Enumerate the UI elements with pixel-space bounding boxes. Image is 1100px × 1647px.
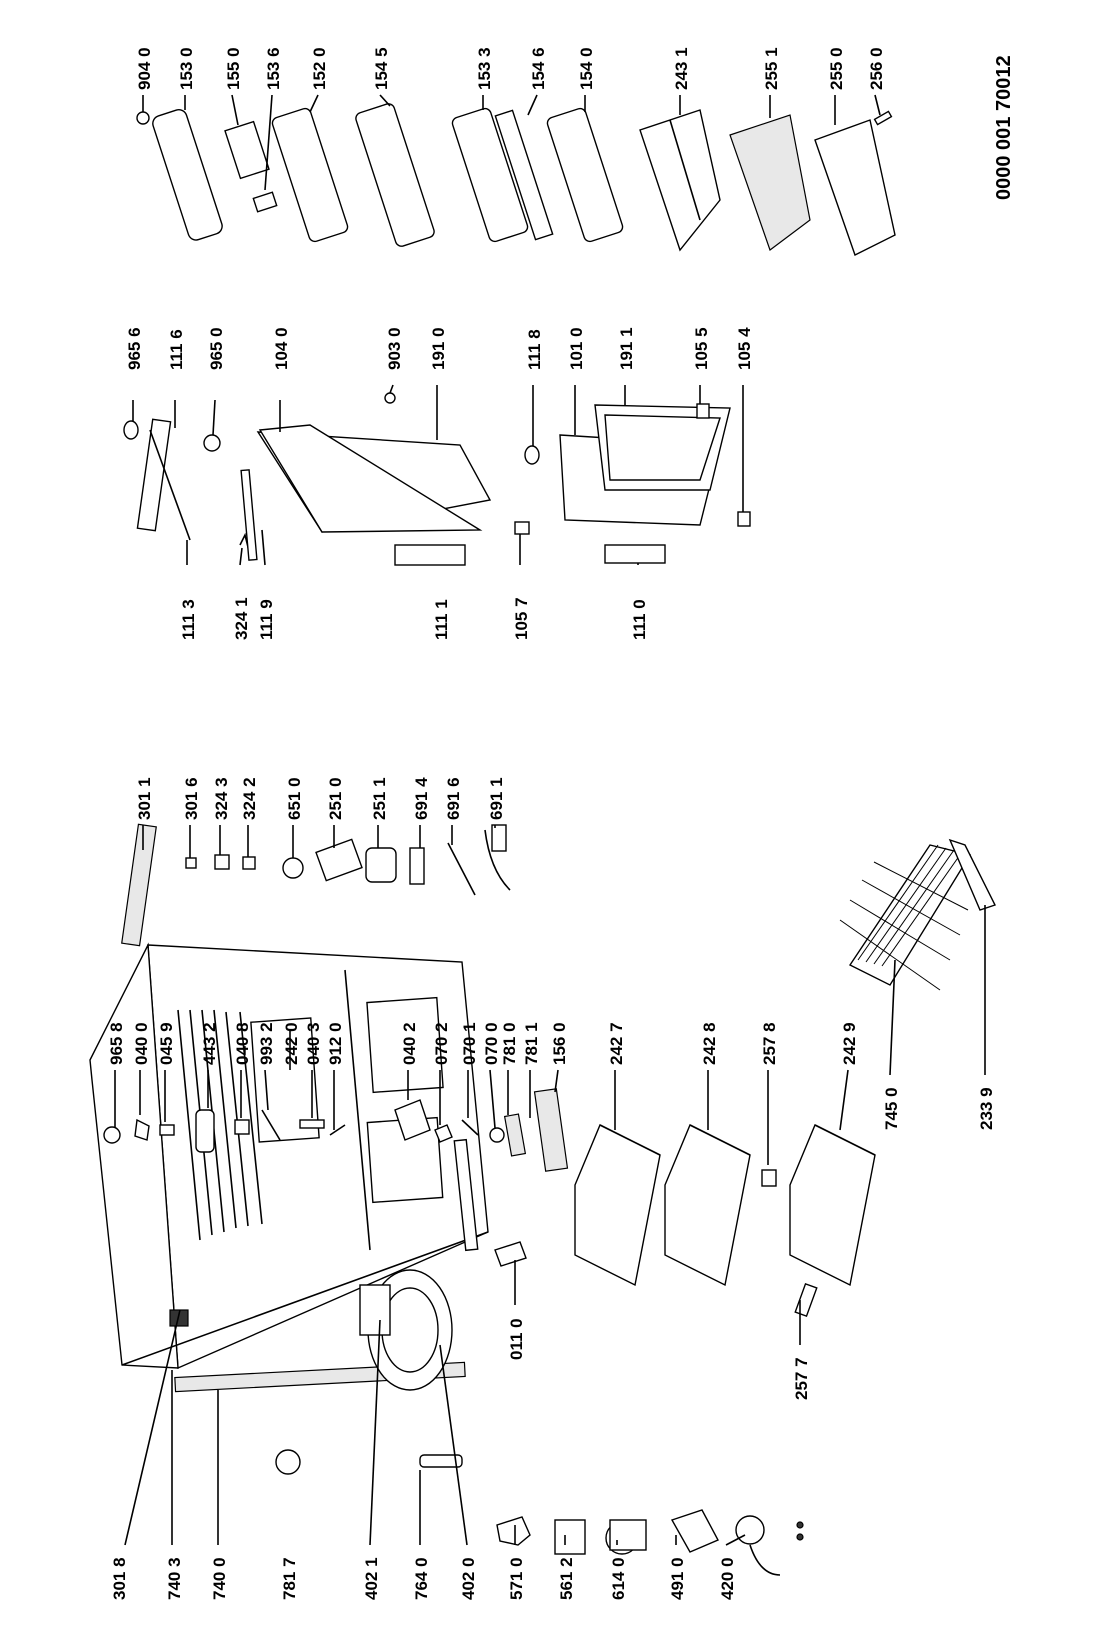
label-561-2: 561 2 (557, 1557, 576, 1600)
label-233-9: 233 9 (977, 1087, 996, 1130)
label-154-0: 154 0 (577, 47, 596, 90)
label-111-8: 111 8 (525, 329, 544, 370)
label-111-0: 111 0 (630, 599, 649, 640)
label-040-3: 040 3 (304, 1022, 323, 1065)
label-965-6: 965 6 (125, 327, 144, 370)
label-324-1: 324 1 (232, 597, 251, 640)
label-745-0: 745 0 (882, 1087, 901, 1130)
label-491-0: 491 0 (668, 1557, 687, 1600)
label-105-5: 105 5 (692, 327, 711, 370)
label-040-0: 040 0 (132, 1022, 151, 1065)
label-111-3: 111 3 (179, 599, 198, 640)
label-912-0: 912 0 (326, 1022, 345, 1065)
label-191-1: 191 1 (617, 327, 636, 370)
label-111-6: 111 6 (167, 329, 186, 370)
cabinet-drawing (89, 942, 489, 1393)
label-242-8: 242 8 (700, 1022, 719, 1065)
label-324-3: 324 3 (212, 777, 231, 820)
label-257-8: 257 8 (760, 1022, 779, 1065)
label-255-0: 255 0 (827, 47, 846, 90)
label-242-7: 242 7 (607, 1022, 626, 1065)
label-111-9: 111 9 (257, 599, 276, 640)
label-691-6: 691 6 (444, 777, 463, 820)
drawer-boxes (574, 1124, 876, 1318)
label-153-6: 153 6 (264, 47, 283, 90)
rail-parts (394, 1088, 569, 1267)
label-105-7: 105 7 (512, 597, 531, 640)
label-965-0: 965 0 (207, 327, 226, 370)
label-242-9: 242 9 (840, 1022, 859, 1065)
leader-lines (114, 94, 986, 1546)
label-257-7: 257 7 (792, 1357, 811, 1400)
label-691-4: 691 4 (412, 777, 431, 820)
label-070-0: 070 0 (482, 1022, 501, 1065)
label-443-2: 443 2 (200, 1022, 219, 1065)
label-105-4: 105 4 (735, 327, 754, 370)
cabinet-top-parts (103, 1109, 346, 1153)
label-156-0: 156 0 (550, 1022, 569, 1065)
label-614-0: 614 0 (609, 1557, 628, 1600)
part-number-labels: 301 8 740 3 740 0 781 7 402 1 764 0 402 … (107, 47, 1015, 1600)
label-040-2: 040 2 (400, 1022, 419, 1065)
label-153-3: 153 3 (475, 47, 494, 90)
label-191-0: 191 0 (429, 327, 448, 370)
label-740-0: 740 0 (210, 1557, 229, 1600)
label-402-1: 402 1 (362, 1557, 381, 1600)
label-243-1: 243 1 (672, 47, 691, 90)
label-781-1: 781 1 (522, 1022, 541, 1065)
evaporator-grid (839, 838, 996, 991)
label-040-8: 040 8 (233, 1022, 252, 1065)
label-781-7: 781 7 (280, 1557, 299, 1600)
label-070-2: 070 2 (432, 1022, 451, 1065)
label-104-0: 104 0 (272, 327, 291, 370)
label-101-0: 101 0 (567, 327, 586, 370)
upper-door (123, 392, 530, 566)
label-155-0: 155 0 (224, 47, 243, 90)
label-904-0: 904 0 (135, 47, 154, 90)
label-740-3: 740 3 (165, 1557, 184, 1600)
label-571-0: 571 0 (507, 1557, 526, 1600)
label-965-8: 965 8 (107, 1022, 126, 1065)
label-256-0: 256 0 (867, 47, 886, 90)
label-045-9: 045 9 (157, 1022, 176, 1065)
label-251-0: 251 0 (326, 777, 345, 820)
label-691-1: 691 1 (487, 777, 506, 820)
label-301-6: 301 6 (182, 777, 201, 820)
control-parts (121, 823, 511, 947)
label-153-0: 153 0 (177, 47, 196, 90)
label-402-0: 402 0 (459, 1557, 478, 1600)
label-070-1: 070 1 (460, 1022, 479, 1065)
drawing-number: 0000 001 70012 (993, 55, 1015, 200)
label-420-0: 420 0 (718, 1557, 737, 1600)
label-781-0: 781 0 (500, 1022, 519, 1065)
label-011-0: 011 0 (507, 1318, 526, 1360)
label-154-6: 154 6 (529, 47, 548, 90)
door-bins (136, 103, 896, 256)
label-301-8: 301 8 (110, 1557, 129, 1600)
label-255-1: 255 1 (762, 47, 781, 90)
left-small-parts (275, 1449, 804, 1576)
label-111-1: 111 1 (432, 599, 451, 640)
label-242-0: 242 0 (282, 1022, 301, 1065)
label-651-0: 651 0 (285, 777, 304, 820)
label-301-1: 301 1 (135, 777, 154, 820)
label-251-1: 251 1 (370, 777, 389, 820)
label-993-2: 993 2 (257, 1022, 276, 1065)
label-152-0: 152 0 (310, 47, 329, 90)
label-903-0: 903 0 (385, 327, 404, 370)
label-324-2: 324 2 (240, 777, 259, 820)
part-illustrations (89, 103, 996, 1576)
label-154-5: 154 5 (372, 47, 391, 90)
label-764-0: 764 0 (412, 1557, 431, 1600)
lower-door (524, 403, 751, 564)
